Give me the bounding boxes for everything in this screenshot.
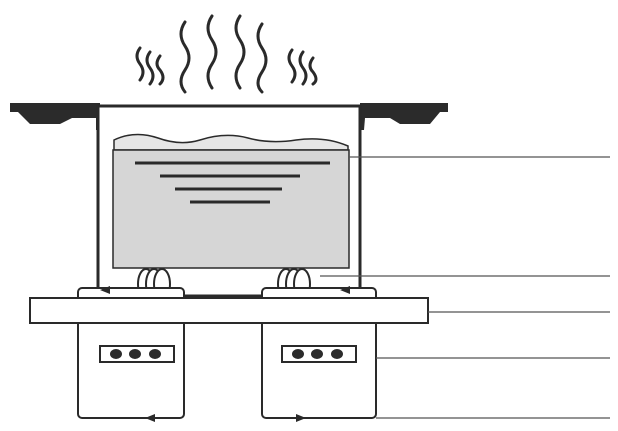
- plate-icon: [29, 297, 429, 324]
- counter-icon: [10, 103, 448, 130]
- arrow-marker: [145, 414, 155, 422]
- steam-wisp: [206, 14, 218, 90]
- arrow-marker: [100, 286, 110, 294]
- steam-wisp: [135, 46, 145, 82]
- steam-wisp: [298, 50, 308, 86]
- pan-icon: [112, 133, 350, 269]
- steam-wisp: [145, 50, 155, 86]
- control-panel-right: [281, 345, 357, 363]
- steam-icon: [135, 14, 318, 94]
- steam-wisp: [308, 56, 318, 86]
- control-panel-left: [99, 345, 175, 363]
- arrow-marker: [296, 414, 306, 422]
- steam-wisp: [234, 14, 246, 90]
- steam-wisp: [256, 22, 268, 94]
- counter-right: [360, 103, 448, 130]
- steam-wisp: [179, 20, 191, 94]
- arrow-marker: [340, 286, 350, 294]
- food-contents: [113, 133, 349, 151]
- steam-wisp: [155, 54, 165, 86]
- arrow-icon: [100, 286, 350, 422]
- counter-left: [10, 103, 100, 130]
- leader-lines: [320, 156, 610, 419]
- dial-icon: [99, 345, 357, 363]
- steam-wisp: [287, 48, 297, 84]
- food-pan: [112, 149, 350, 269]
